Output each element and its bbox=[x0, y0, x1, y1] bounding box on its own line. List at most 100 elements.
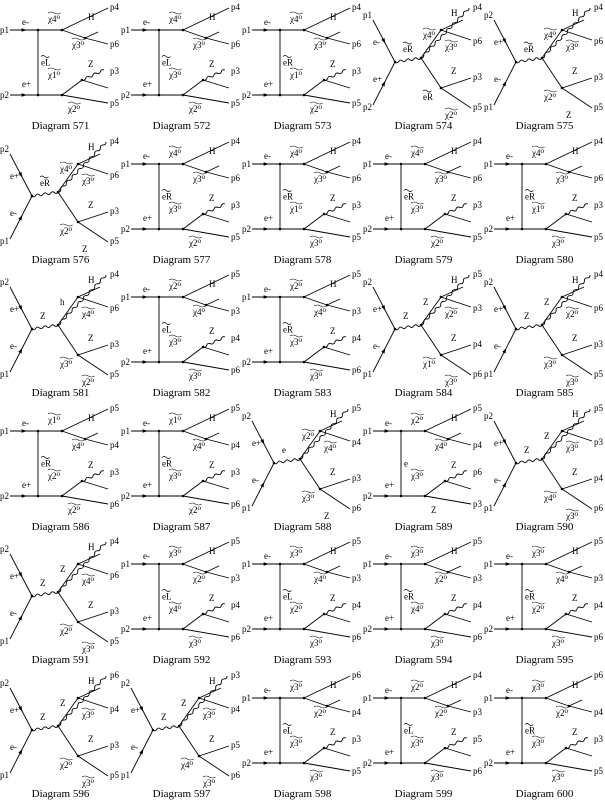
tilde-mark bbox=[551, 769, 565, 772]
vertex-dot bbox=[83, 36, 87, 40]
vertex-dot bbox=[446, 437, 450, 440]
label-out-1: p5 bbox=[473, 403, 483, 413]
line-out-4 bbox=[561, 354, 593, 376]
lower-branch bbox=[420, 324, 442, 356]
label-out-1: p5 bbox=[352, 403, 362, 413]
label-upper-neutralino: Z bbox=[181, 698, 187, 708]
vertex-dot bbox=[443, 212, 447, 215]
fermion-arrow bbox=[260, 438, 265, 445]
line-out-3 bbox=[444, 480, 472, 489]
label-bottom-neutralino: χ2⁰ bbox=[289, 604, 302, 614]
z-boson-line bbox=[323, 336, 347, 348]
tilde-mark bbox=[71, 438, 85, 441]
tilde-mark bbox=[524, 722, 534, 726]
vertex-dot bbox=[60, 494, 64, 497]
top-sub bbox=[205, 432, 220, 439]
label-out-2: p4 bbox=[594, 707, 604, 717]
label-z: Z bbox=[88, 600, 94, 610]
vertex-dot bbox=[204, 303, 208, 307]
fermion-arrow bbox=[18, 614, 23, 621]
vertex-dot bbox=[423, 162, 427, 165]
label-bottom-neutralino: χ3⁰ bbox=[168, 70, 181, 80]
label-exchange: eL bbox=[162, 592, 172, 602]
vertex-dot bbox=[201, 212, 205, 215]
line-out-2 bbox=[77, 697, 109, 708]
vertex-dot bbox=[443, 612, 447, 616]
vertex-dot bbox=[325, 36, 329, 40]
label-lower-decay: χ3⁰ bbox=[444, 377, 457, 387]
tilde-mark bbox=[444, 374, 458, 378]
propagator-z bbox=[394, 324, 422, 331]
label-lower-neutralino: χ2⁰ bbox=[59, 226, 72, 236]
label-out-1: p5 bbox=[231, 536, 241, 546]
label-out-3: p3 bbox=[594, 339, 604, 349]
tilde-mark bbox=[188, 635, 202, 639]
label-lower-neutralino: χ3⁰ bbox=[59, 359, 72, 369]
label-lepton-top: e- bbox=[264, 685, 271, 695]
z-boson-line bbox=[444, 469, 468, 482]
label-in-bottom: p2 bbox=[242, 357, 251, 367]
tilde-mark bbox=[59, 161, 73, 164]
tilde-mark bbox=[81, 173, 95, 176]
vertex-dot bbox=[564, 746, 568, 749]
line-out-2 bbox=[568, 571, 593, 579]
line-out-1 bbox=[182, 408, 230, 431]
line-out-4 bbox=[440, 354, 472, 376]
diagram-caption: Diagram 584 bbox=[394, 387, 453, 399]
label-lepton-top: e+ bbox=[10, 571, 19, 581]
top-neutralino bbox=[424, 163, 449, 172]
line-out-2 bbox=[205, 171, 230, 178]
label-lepton-top: e- bbox=[264, 284, 271, 294]
vertex-dot bbox=[302, 162, 306, 165]
label-higgs: H bbox=[330, 409, 337, 419]
z-boson-line bbox=[444, 736, 468, 749]
tilde-mark bbox=[555, 171, 569, 174]
tilde-mark bbox=[289, 679, 303, 682]
top-sub bbox=[568, 565, 583, 573]
label-z: Z bbox=[88, 460, 94, 470]
label-in-top: p1 bbox=[121, 159, 130, 169]
tilde-mark bbox=[202, 707, 216, 710]
label-lower-decay: Z bbox=[82, 244, 88, 254]
label-top-neutralino: χ2⁰ bbox=[168, 281, 181, 291]
label-out-1: p5 bbox=[352, 269, 362, 279]
label-bottom-decay: χ2⁰ bbox=[67, 104, 80, 114]
diagram-caption: Diagram 593 bbox=[273, 654, 332, 666]
tilde-mark bbox=[410, 412, 424, 415]
line-out-4 bbox=[424, 628, 472, 638]
tilde-mark bbox=[410, 201, 424, 204]
diagram-caption: Diagram 576 bbox=[31, 253, 90, 266]
z-boson-line bbox=[541, 7, 591, 59]
label-out-1: p3 bbox=[231, 670, 241, 680]
vertex-dot bbox=[60, 429, 64, 432]
label-propagator: eR bbox=[403, 44, 413, 54]
label-lepton-bottom: e+ bbox=[143, 346, 152, 356]
label-lepton-bottom: e+ bbox=[143, 480, 152, 490]
label-in-bottom: p2 bbox=[0, 491, 9, 501]
label-propagator: e bbox=[282, 445, 286, 455]
label-out-4: p6 bbox=[473, 766, 483, 776]
line-out-3 bbox=[323, 213, 351, 222]
label-lower-neutralino: χ1⁰ bbox=[422, 359, 435, 369]
fermion-arrow bbox=[263, 760, 269, 765]
tilde-mark bbox=[67, 502, 81, 505]
label-out-3: p4 bbox=[473, 339, 483, 349]
propagator-z bbox=[515, 57, 543, 64]
label-lepton-bottom: e- bbox=[131, 742, 138, 752]
label-propagator: Z bbox=[524, 311, 530, 321]
label-lower-neutralino: χ4⁰ bbox=[180, 760, 193, 770]
upper-sub bbox=[77, 687, 101, 698]
tilde-mark bbox=[555, 705, 569, 708]
label-in-bottom: p2 bbox=[363, 624, 372, 634]
upper-sub bbox=[561, 19, 585, 31]
label-lower-decay: χ3⁰ bbox=[565, 377, 578, 387]
label-out-4: p6 bbox=[352, 632, 362, 642]
